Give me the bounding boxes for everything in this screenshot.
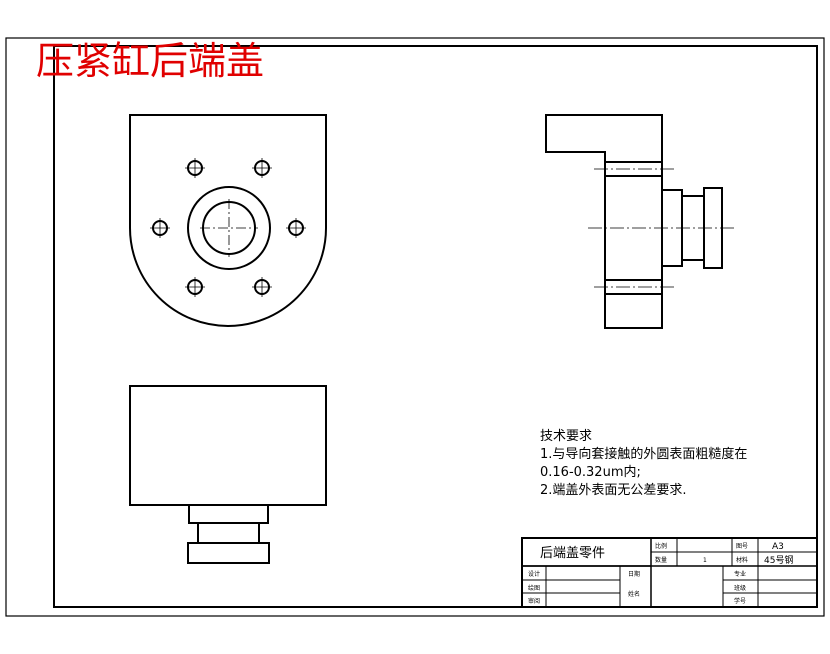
top-body-outline — [129, 385, 327, 506]
review-label: 审阅 — [528, 597, 540, 605]
qty-label: 数量 — [655, 556, 667, 564]
part-name: 后端盖零件 — [540, 546, 605, 561]
tech-req-item2: 2.端盖外表面无公差要求. — [540, 483, 687, 498]
front-view-centerlines — [150, 158, 306, 297]
draw-label: 绘图 — [528, 584, 540, 592]
tech-req-item1-line1: 1.与导向套接触的外圆表面粗糙度在 — [540, 447, 748, 462]
top-neck — [197, 522, 260, 544]
tech-req-item1-line2: 0.16-0.32um内; — [540, 465, 641, 480]
title-block — [521, 537, 818, 608]
side-view — [545, 114, 723, 329]
front-view — [129, 114, 327, 327]
side-body-outline — [545, 114, 663, 329]
scale-label: 比例 — [655, 542, 667, 550]
date-label: 日期 — [628, 570, 640, 578]
drawing-frame — [53, 45, 818, 608]
sheet-outer-border — [5, 37, 825, 617]
sheet-label: 图号 — [736, 543, 748, 550]
class-label: 班级 — [734, 584, 746, 592]
design-label: 设计 — [528, 570, 540, 578]
drawing-title: 压紧缸后端盖 — [36, 39, 264, 83]
material-label: 材料 — [736, 556, 748, 564]
major-label: 专业 — [734, 570, 746, 578]
top-view — [129, 385, 327, 564]
technical-requirements: 技术要求 1.与导向套接触的外圆表面粗糙度在 0.16-0.32um内; 2.端… — [540, 428, 747, 500]
tech-req-heading: 技术要求 — [540, 429, 593, 444]
material-value: 45号钢 — [764, 554, 793, 566]
flange-outline — [129, 114, 327, 327]
top-boss — [188, 504, 269, 524]
qty-value: 1 — [703, 557, 707, 564]
bore-circle — [202, 201, 256, 255]
side-view-centerlines — [588, 168, 736, 288]
boss-outer-circle — [187, 186, 271, 270]
sheet-value: A3 — [772, 542, 784, 552]
top-end-collar — [187, 542, 270, 564]
name-label: 姓名 — [628, 590, 640, 598]
student-no-label: 学号 — [734, 597, 746, 605]
